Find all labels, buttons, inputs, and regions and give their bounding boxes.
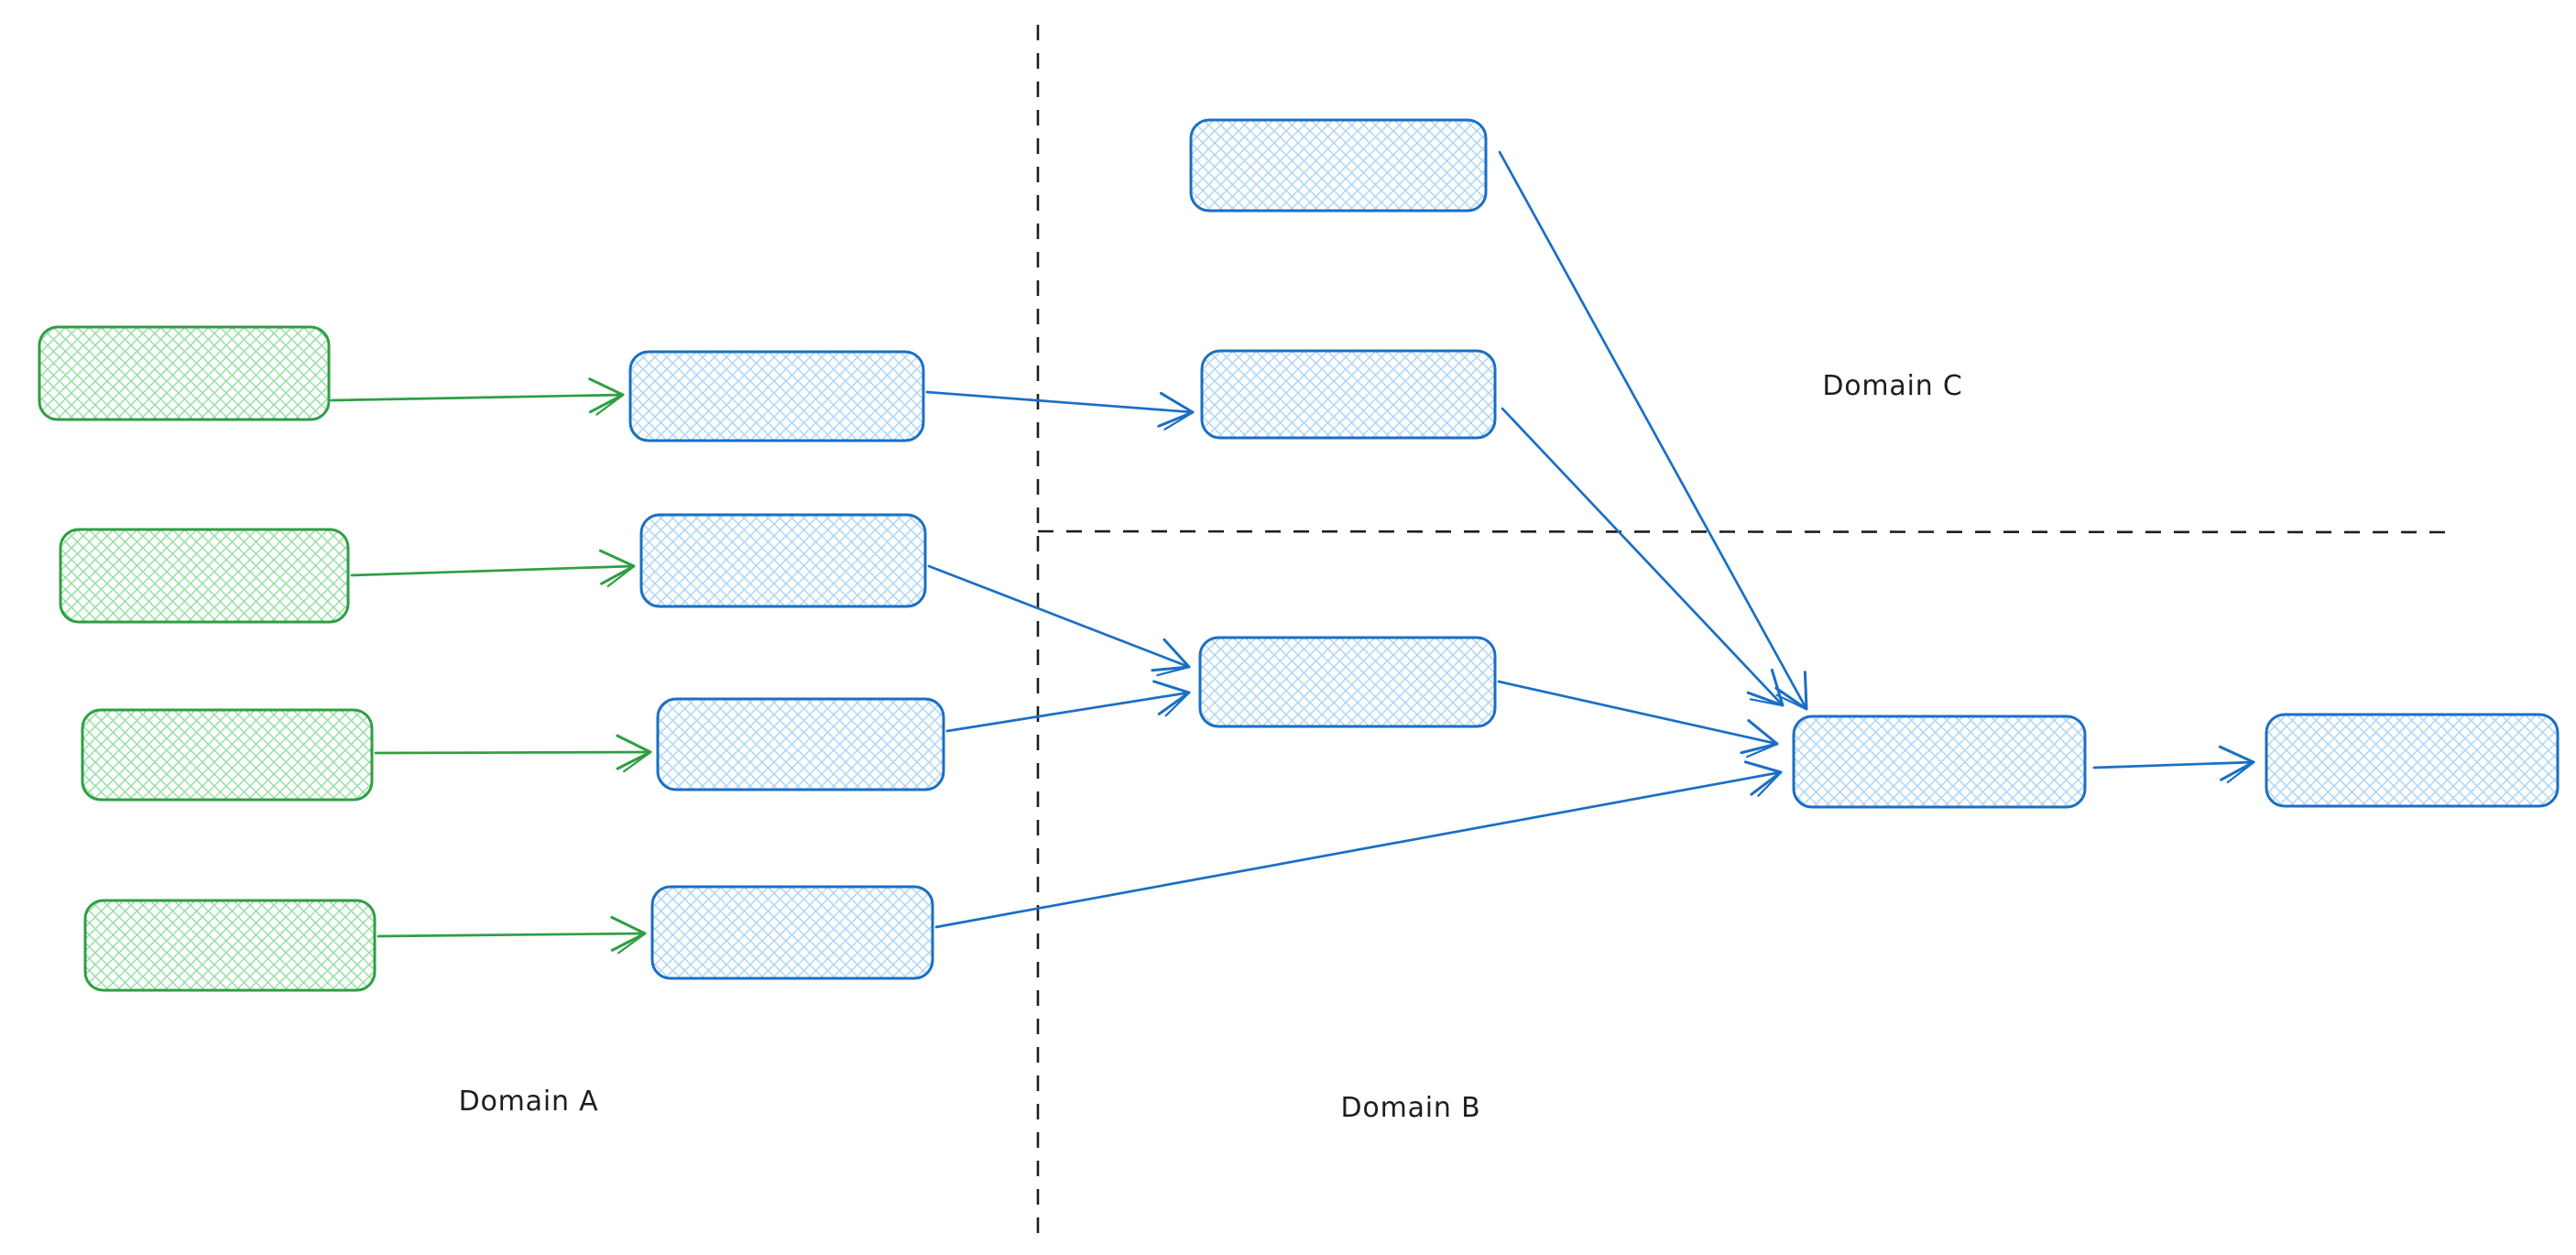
edge-process3-bbox1[interactable]	[945, 680, 1191, 733]
edge-source2-process2[interactable]	[350, 549, 636, 588]
edge-cbox1-bbox2[interactable]	[1498, 150, 1808, 711]
domain-c-label[interactable]: Domain C	[1822, 370, 1962, 402]
domain-c-box-2[interactable]	[1200, 349, 1497, 440]
edge-cbox2-bbox2[interactable]	[1501, 407, 1785, 707]
domain-c-box-1[interactable]	[1189, 118, 1488, 213]
domain-a-process-4[interactable]	[650, 885, 934, 980]
domain-a-source-2[interactable]	[59, 528, 350, 624]
edge-source4-process4[interactable]	[377, 915, 647, 955]
edge-process1-cbox2[interactable]	[925, 390, 1195, 431]
domain-b-box-1[interactable]	[1198, 636, 1497, 728]
domain-a-source-4[interactable]	[83, 899, 377, 992]
edge-source1-process1[interactable]	[330, 377, 625, 416]
domain-b-label[interactable]: Domain B	[1341, 1092, 1481, 1124]
domain-a-source-3[interactable]	[81, 708, 374, 802]
domain-b-box-3[interactable]	[2265, 713, 2560, 808]
domain-a-source-1[interactable]	[38, 325, 331, 421]
domain-a-process-3[interactable]	[656, 697, 945, 791]
edge-bbox2-bbox3[interactable]	[2092, 745, 2255, 784]
domain-a-process-1[interactable]	[628, 350, 925, 442]
domain-b-box-2[interactable]	[1792, 715, 2087, 809]
domain-a-process-2[interactable]	[639, 513, 927, 608]
edge-process4-bbox2[interactable]	[934, 760, 1783, 929]
domain-a-label[interactable]: Domain A	[459, 1086, 599, 1118]
edge-source3-process3[interactable]	[374, 734, 652, 773]
divider-horizontal[interactable]	[1037, 529, 2450, 534]
edge-process2-bbox1[interactable]	[927, 564, 1191, 677]
edge-bbox1-bbox2[interactable]	[1497, 680, 1779, 758]
